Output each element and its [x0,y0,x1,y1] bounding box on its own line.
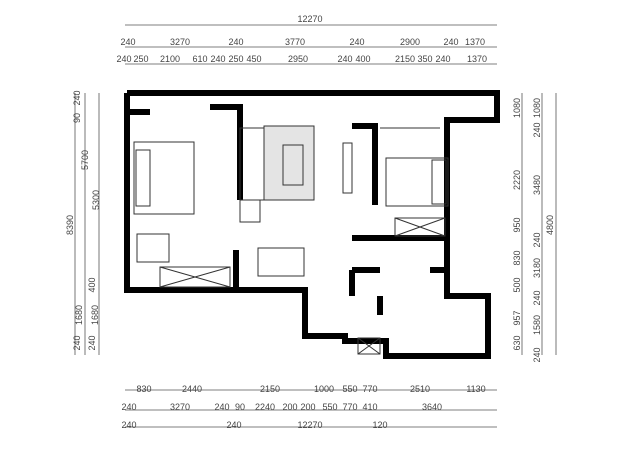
bottom-dim-label: 550 [342,384,357,394]
bottom-dim-label: 3270 [170,402,190,412]
bottom-dim-label: 1000 [314,384,334,394]
tv-cabinet [342,142,353,194]
armchair [239,199,261,223]
bottom-dim-label: 90 [235,402,245,412]
bottom-dim-label: 770 [362,384,377,394]
overall-width-label: 12270 [297,14,322,24]
bottom-dim-label: 240 [214,402,229,412]
top-dim-label: 240 [349,37,364,47]
right-dim-label: 830 [512,250,522,265]
top-dim-label: 240 [210,54,225,64]
coffee-table [282,144,304,186]
bottom-dim-label: 770 [342,402,357,412]
top-dim-label: 3770 [285,37,305,47]
right-dim-label: 1580 [532,315,542,335]
bottom-dim-label: 120 [372,420,387,430]
right-dim-label: 3180 [532,258,542,278]
top-dim-label: 240 [337,54,352,64]
top-dim-label: 240 [116,54,131,64]
left-dim-label: 240 [72,90,82,105]
rug [263,125,315,201]
left-dim-label: 400 [87,277,97,292]
bed-right [385,157,449,207]
bottom-dim-label: 3640 [422,402,442,412]
furniture [133,125,449,355]
bottom-dim-label: 2440 [182,384,202,394]
left-dim-label: 8390 [65,215,75,235]
right-dim-label: 240 [532,347,542,362]
right-dim-label: 4800 [545,215,555,235]
right-dim-label: 957 [512,310,522,325]
bottom-dim-label: 830 [136,384,151,394]
left-dim-label: 5700 [80,150,90,170]
top-dim-label: 250 [133,54,148,64]
top-dim-label: 400 [355,54,370,64]
bottom-dim-label: 2150 [260,384,280,394]
right-dim-label: 3480 [532,175,542,195]
right-dim-label: 240 [532,290,542,305]
bottom-dim-label: 12270 [297,420,322,430]
right-dim-label: 240 [532,232,542,247]
top-dim-label: 240 [435,54,450,64]
top-dim-label: 240 [443,37,458,47]
top-dim-label: 1370 [467,54,487,64]
right-dim-label: 1080 [532,98,542,118]
top-dim-label: 350 [417,54,432,64]
top-dim-label: 2950 [288,54,308,64]
bottom-dim-label: 240 [121,420,136,430]
left-dim-label: 5300 [91,190,101,210]
pillow-right [431,159,447,205]
top-dim-label: 2150 [395,54,415,64]
left-dim-label: 90 [72,113,82,123]
right-dim-label: 500 [512,277,522,292]
bed-left [133,141,195,215]
desk [136,233,170,263]
bottom-dim-label: 1130 [466,384,485,394]
left-dim-label: 240 [87,335,97,350]
right-dim-label: 2220 [512,170,522,190]
bottom-dim-label: 200 [282,402,297,412]
left-dim-label: 240 [72,335,82,350]
left-dim-label: 1680 [74,305,84,325]
top-dim-label: 250 [228,54,243,64]
bottom-dim-label: 410 [362,402,377,412]
right-dim-label: 240 [532,122,542,137]
top-dim-label: 3270 [170,37,190,47]
dimension-lines [74,24,557,428]
wardrobe-left [159,266,231,288]
left-dim-label: 1680 [90,305,100,325]
dining-table [257,247,305,277]
right-dim-label: 630 [512,335,522,350]
top-dim-label: 2100 [160,54,180,64]
right-dim-label: 1080 [512,98,522,118]
top-dim-label: 450 [246,54,261,64]
pillow-left [135,149,151,207]
top-dim-label: 240 [120,37,135,47]
bottom-dim-label: 2510 [410,384,430,394]
top-dim-label: 1370 [465,37,485,47]
shaft [357,337,381,355]
bottom-dim-label: 200 [300,402,315,412]
top-dim-label: 2900 [400,37,420,47]
sofa [239,127,265,201]
wardrobe-right [394,217,446,237]
bottom-dim-label: 240 [121,402,136,412]
bottom-dim-label: 550 [322,402,337,412]
right-dim-label: 950 [512,217,522,232]
bottom-dim-label: 240 [226,420,241,430]
top-dim-label: 240 [228,37,243,47]
top-dim-label: 610 [192,54,207,64]
bottom-dim-label: 2240 [255,402,275,412]
